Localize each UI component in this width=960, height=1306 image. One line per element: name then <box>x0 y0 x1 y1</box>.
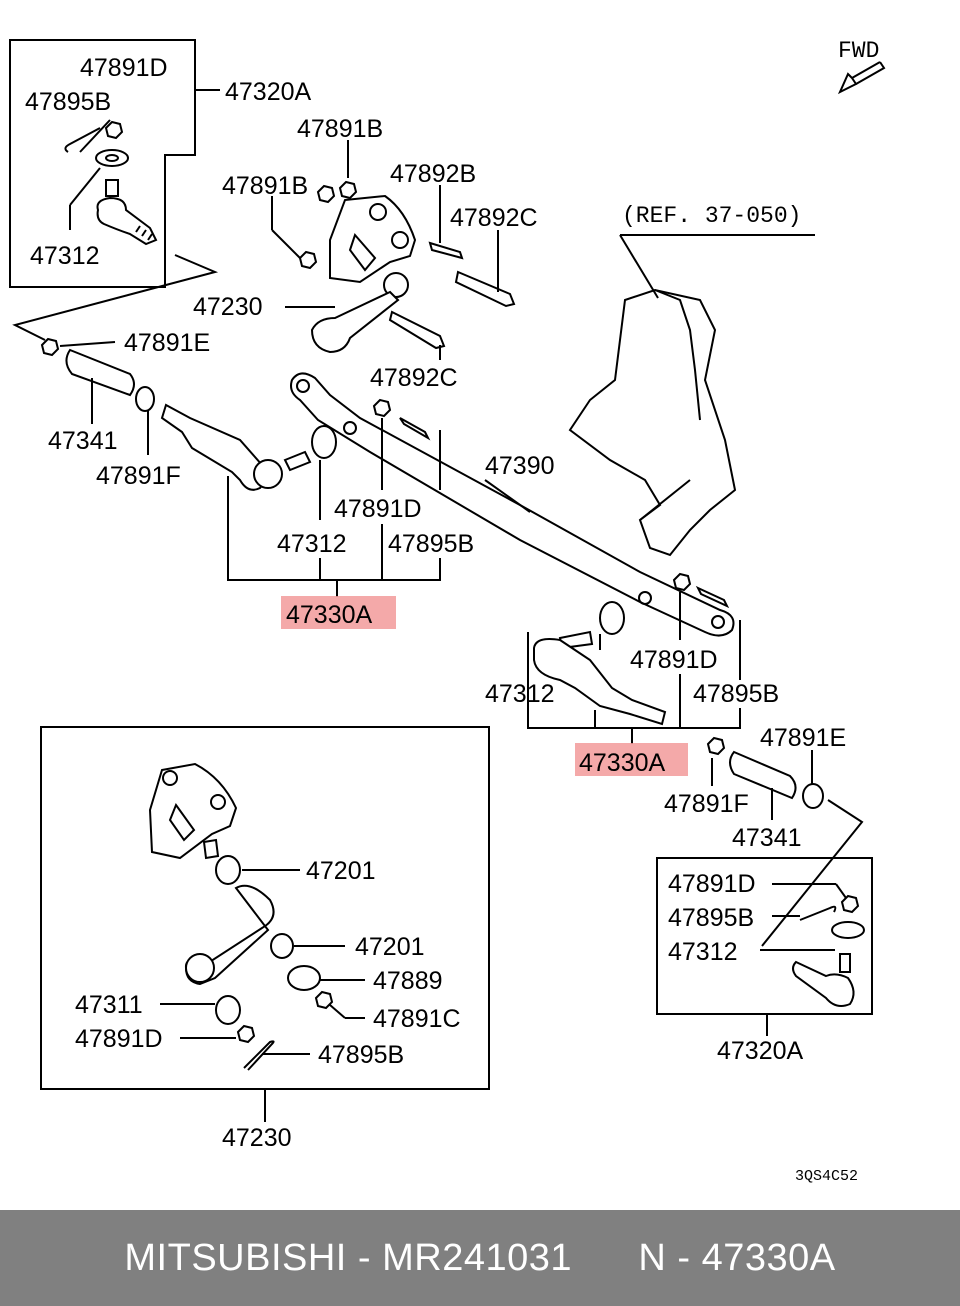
part-label-highlighted: 47330A <box>286 601 373 629</box>
fwd-arrow-icon: FWD <box>837 38 886 95</box>
seal-washer-icon <box>95 149 129 167</box>
part-label: 47889 <box>373 967 443 995</box>
part-label: 47891E <box>124 329 210 357</box>
part-label: 47312 <box>30 242 100 270</box>
part-label: 47891B <box>222 172 308 200</box>
adjusting-tube-icon <box>65 348 135 397</box>
part-label: 47891D <box>630 646 718 674</box>
footer-title: MITSUBISHI - MR241031 N - 47330A <box>124 1236 836 1279</box>
lock-nut-icon <box>706 736 726 756</box>
part-label: 47891D <box>334 495 422 523</box>
tie-rod-end-box-left: 47891D 47895B 47320A 47312 <box>9 39 312 288</box>
footer-bar: MITSUBISHI - MR241031 N - 47330A <box>0 1210 960 1306</box>
relay-rod-icon: 47390 <box>290 372 735 637</box>
part-label: 47311 <box>75 991 143 1019</box>
dust-seal-icon <box>599 601 625 635</box>
part-label: 47201 <box>355 933 425 961</box>
cotter-pin-icon <box>799 905 837 921</box>
left-tie-rod-assembly: 47891E 47341 47891F 47891D 47312 47895B … <box>40 329 474 629</box>
washer-icon <box>287 965 321 991</box>
castle-nut-icon <box>840 894 860 914</box>
part-label: 47891B <box>297 115 383 143</box>
part-label: 47892B <box>390 160 476 188</box>
bolt-icon <box>388 310 446 350</box>
tie-rod-end-icon <box>96 196 158 246</box>
adjusting-tube-icon <box>729 750 797 800</box>
ref-label: (REF. 37-050) <box>622 203 801 229</box>
part-label: 47230 <box>193 293 263 321</box>
lock-nut-icon <box>40 337 60 357</box>
part-label: 47341 <box>48 427 118 455</box>
idler-arm-exploded-box: 47201 47201 47889 47311 47891C 47891D 47… <box>40 726 490 1152</box>
fwd-label: FWD <box>838 38 879 64</box>
image-code: 3QS4C52 <box>795 1168 858 1185</box>
part-label: 47312 <box>668 938 738 966</box>
idler-arm-icon <box>310 290 400 354</box>
part-label: 47320A <box>225 78 312 106</box>
part-label-highlighted: 47330A <box>579 749 666 777</box>
steering-gearbox-icon: (REF. 37-050) <box>568 203 815 557</box>
tie-rod-end-icon <box>533 638 667 726</box>
part-label: 47201 <box>306 857 376 885</box>
cotter-pin-icon <box>64 127 101 153</box>
bushing-icon <box>270 933 294 959</box>
part-label: 47895B <box>388 530 474 558</box>
castle-nut-icon <box>104 120 124 140</box>
seal-washer-icon <box>831 921 865 939</box>
part-label: 47312 <box>485 680 555 708</box>
dust-seal-icon <box>215 995 241 1025</box>
highlight-box <box>575 743 688 776</box>
bolt-icon <box>454 270 516 308</box>
part-label: 47891F <box>96 462 181 490</box>
part-label: 47895B <box>693 680 779 708</box>
part-label: 47891D <box>80 54 168 82</box>
part-label: 47892C <box>450 204 538 232</box>
tie-rod-end-box-right: 47891D 47895B 47312 47320A <box>656 857 873 1065</box>
idler-bracket-icon <box>329 194 417 284</box>
part-label: 47891E <box>760 724 846 752</box>
pitman-arm-assembly: 47891B 47891B 47892B 47892C 47230 47892C <box>193 115 538 392</box>
idler-bracket-icon <box>148 762 238 860</box>
highlight-box <box>281 596 396 629</box>
nut-icon <box>314 990 334 1010</box>
part-label: 47892C <box>370 364 458 392</box>
part-label: 47312 <box>277 530 347 558</box>
part-label: 47895B <box>318 1041 404 1069</box>
part-label: 47895B <box>25 88 111 116</box>
part-label: 47230 <box>222 1124 292 1152</box>
part-label: 47320A <box>717 1037 804 1065</box>
part-label: 47891D <box>668 870 756 898</box>
part-label: 47891D <box>75 1025 163 1053</box>
part-label: 47891F <box>664 790 749 818</box>
tie-rod-end-icon <box>792 960 855 1007</box>
part-label: 47895B <box>668 904 754 932</box>
part-label: 47891C <box>373 1005 461 1033</box>
bushing-icon <box>215 855 241 885</box>
dust-seal-icon <box>311 425 337 459</box>
right-tie-rod-assembly: 47891D 47312 47895B 47330A 47891E 47891F… <box>485 572 846 852</box>
part-label: 47341 <box>732 824 802 852</box>
cotter-pin-icon <box>243 1040 275 1071</box>
castle-nut-icon <box>236 1024 256 1044</box>
parts-diagram: FWD 47891D 47895B 47320A 47312 <box>9 38 886 1185</box>
part-label: 47390 <box>485 452 555 480</box>
